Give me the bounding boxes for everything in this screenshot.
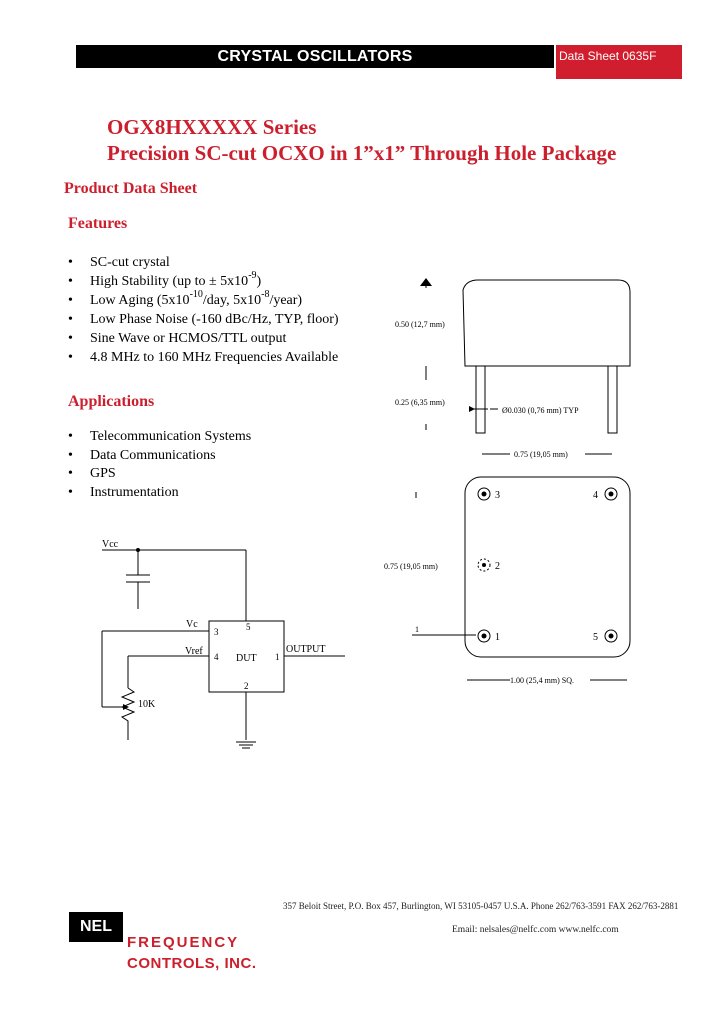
vc-label: Vc — [186, 619, 198, 630]
vref-label: Vref — [185, 646, 203, 657]
category-banner: CRYSTAL OSCILLATORS — [76, 45, 554, 68]
pin-spacing-dimension: 0.75 (19,05 mm) — [514, 450, 568, 459]
pin-label: 5 — [246, 622, 251, 632]
pad-label: 2 — [495, 561, 500, 572]
series-title: OGX8HXXXXX Series — [107, 115, 317, 139]
pad-label: 1 — [495, 632, 500, 643]
pin-label: 1 — [275, 652, 280, 662]
pin-label: 4 — [214, 652, 219, 662]
pin-length-dimension: 0.25 (6,35 mm) — [395, 398, 445, 407]
pot-label: 10K — [138, 699, 156, 710]
applications-list: Telecommunication Systems Data Communica… — [68, 428, 251, 502]
company-name-line1: FREQUENCY — [127, 934, 240, 951]
pin1-marker: 1 — [415, 625, 419, 634]
application-item: Instrumentation — [68, 484, 251, 503]
output-label: OUTPUT — [286, 644, 325, 655]
application-item: Data Communications — [68, 447, 251, 466]
contact-info[interactable]: Email: nelsales@nelfc.com www.nelfc.com — [452, 925, 619, 935]
pad-label: 5 — [593, 632, 598, 643]
product-data-sheet-heading: Product Data Sheet — [64, 180, 198, 197]
features-list: SC-cut crystal High Stability (up to ± 5… — [68, 253, 339, 367]
application-item: Telecommunication Systems — [68, 428, 251, 447]
pad-label: 3 — [495, 490, 500, 501]
feature-item: Low Phase Noise (-160 dBc/Hz, TYP, floor… — [68, 310, 339, 329]
body-size-dimension: 1.00 (25,4 mm) SQ. — [510, 676, 574, 685]
pin-diameter-dimension: Ø0.030 (0,76 mm) TYP — [502, 406, 579, 415]
feature-item: 4.8 MHz to 160 MHz Frequencies Available — [68, 348, 339, 367]
application-item: GPS — [68, 465, 251, 484]
feature-item: Low Aging (5x10-10/day, 5x10-8/year) — [68, 290, 339, 311]
product-subtitle: Precision SC-cut OCXO in 1”x1” Through H… — [107, 141, 617, 165]
pin-label: 2 — [244, 681, 249, 691]
vcc-label: Vcc — [102, 539, 119, 550]
pad-label: 4 — [593, 490, 598, 501]
vertical-spacing-dimension: 0.75 (19,05 mm) — [384, 562, 438, 571]
applications-heading: Applications — [68, 393, 155, 410]
nel-logo: NEL — [69, 912, 123, 942]
company-address: 357 Beloit Street, P.O. Box 457, Burling… — [283, 901, 679, 911]
pin-label: 3 — [214, 627, 219, 637]
company-name-line2: CONTROLS, INC. — [127, 955, 257, 972]
dut-label: DUT — [236, 653, 257, 664]
features-heading: Features — [68, 215, 128, 232]
feature-item: High Stability (up to ± 5x10-9) — [68, 271, 339, 292]
feature-item: SC-cut crystal — [68, 253, 339, 272]
feature-item: Sine Wave or HCMOS/TTL output — [68, 329, 339, 348]
height-dimension: 0.50 (12,7 mm) — [395, 320, 445, 329]
datasheet-number-badge: Data Sheet 0635F — [556, 45, 682, 79]
